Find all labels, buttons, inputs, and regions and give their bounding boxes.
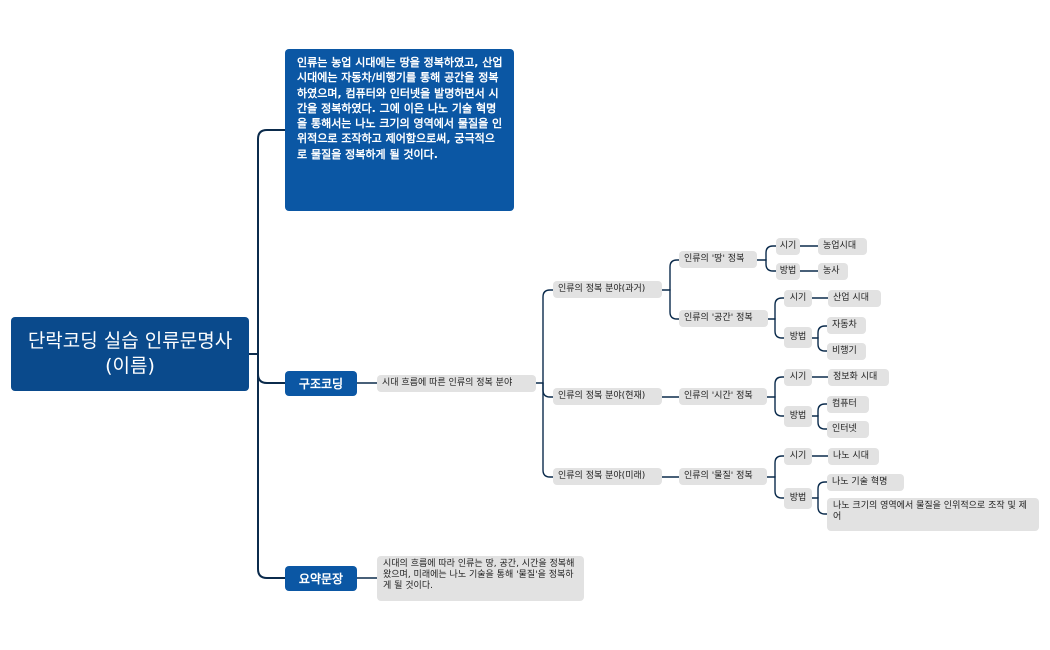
time-period-value-label: 정보화 시대: [833, 372, 878, 382]
time-period-value[interactable]: 정보화 시대: [828, 369, 889, 386]
matter-period-tag-label: 시기: [789, 451, 807, 461]
time-method-internet[interactable]: 인터넷: [827, 421, 869, 438]
land-method-tag[interactable]: 방법: [776, 263, 800, 280]
space-method-airplane[interactable]: 비행기: [827, 343, 866, 360]
era-present[interactable]: 인류의 정복 분야(현재): [553, 388, 662, 405]
conquest-matter[interactable]: 인류의 '물질' 정복: [679, 468, 767, 485]
space-period-tag[interactable]: 시기: [784, 290, 812, 307]
conquest-space-label: 인류의 '공간' 정복: [684, 313, 753, 323]
matter-method-tag[interactable]: 방법: [784, 488, 812, 509]
conquest-land[interactable]: 인류의 '땅' 정복: [679, 251, 757, 268]
branch-structure[interactable]: 구조코딩: [285, 371, 357, 396]
space-method-tag[interactable]: 방법: [784, 327, 812, 348]
matter-method-nano-revolution-label: 나노 기술 혁명: [832, 477, 888, 487]
root-title: 단락코딩 실습 인류문명사(이름): [27, 330, 233, 377]
time-method-tag[interactable]: 방법: [784, 406, 812, 427]
space-period-value-label: 산업 시대: [833, 293, 869, 303]
space-method-airplane-label: 비행기: [832, 346, 857, 356]
land-period-value[interactable]: 농업시대: [818, 238, 867, 255]
space-period-value[interactable]: 산업 시대: [828, 290, 881, 307]
matter-method-nano-control[interactable]: 나노 크기의 영역에서 물질을 인위적으로 조작 및 제어: [827, 498, 1039, 531]
branch-summary[interactable]: 요약문장: [285, 566, 357, 591]
time-period-tag-label: 시기: [789, 372, 807, 382]
matter-method-tag-label: 방법: [789, 493, 807, 503]
era-future-label: 인류의 정복 분야(미래): [558, 471, 646, 481]
topic-conquest-flow[interactable]: 시대 흐름에 따른 인류의 정복 분야: [377, 375, 536, 392]
era-present-label: 인류의 정복 분야(현재): [558, 391, 646, 401]
branch-summary-label: 요약문장: [298, 572, 344, 586]
summary-text-box[interactable]: 시대의 흐름에 따라 인류는 땅, 공간, 시간을 정복해왔으며, 미래에는 나…: [377, 556, 584, 601]
matter-method-nano-control-label: 나노 크기의 영역에서 물질을 인위적으로 조작 및 제어: [833, 501, 1027, 522]
matter-period-value[interactable]: 나노 시대: [828, 448, 879, 465]
conquest-land-label: 인류의 '땅' 정복: [684, 254, 745, 264]
time-period-tag[interactable]: 시기: [784, 369, 812, 386]
matter-period-value-label: 나노 시대: [833, 451, 869, 461]
era-future[interactable]: 인류의 정복 분야(미래): [553, 468, 662, 485]
land-period-value-label: 농업시대: [823, 241, 857, 251]
time-method-tag-label: 방법: [789, 411, 807, 421]
topic-label: 시대 흐름에 따른 인류의 정복 분야: [382, 378, 513, 388]
space-period-tag-label: 시기: [789, 293, 807, 303]
time-method-internet-label: 인터넷: [832, 424, 857, 434]
time-method-computer-label: 컴퓨터: [832, 399, 857, 409]
space-method-tag-label: 방법: [789, 332, 807, 342]
era-past[interactable]: 인류의 정복 분야(과거): [553, 281, 662, 298]
land-method-value[interactable]: 농사: [818, 263, 848, 280]
conquest-time-label: 인류의 '시간' 정복: [684, 391, 753, 401]
matter-method-nano-revolution[interactable]: 나노 기술 혁명: [827, 474, 904, 491]
branch-structure-label: 구조코딩: [298, 377, 344, 391]
intro-note[interactable]: 인류는 농업 시대에는 땅을 정복하였고, 산업 시대에는 자동차/비행기를 통…: [285, 49, 514, 211]
land-method-value-label: 농사: [823, 266, 840, 276]
land-period-tag-label: 시기: [779, 241, 797, 251]
summary-text: 시대의 흐름에 따라 인류는 땅, 공간, 시간을 정복해왔으며, 미래에는 나…: [383, 559, 575, 591]
matter-period-tag[interactable]: 시기: [784, 448, 812, 465]
space-method-car-label: 자동차: [832, 320, 857, 330]
time-method-computer[interactable]: 컴퓨터: [827, 396, 869, 413]
intro-text: 인류는 농업 시대에는 땅을 정복하였고, 산업 시대에는 자동차/비행기를 통…: [297, 56, 503, 161]
era-past-label: 인류의 정복 분야(과거): [558, 284, 646, 294]
root-topic[interactable]: 단락코딩 실습 인류문명사(이름): [11, 317, 249, 391]
land-method-tag-label: 방법: [779, 266, 797, 276]
space-method-car[interactable]: 자동차: [827, 317, 866, 334]
conquest-time[interactable]: 인류의 '시간' 정복: [679, 388, 767, 405]
conquest-matter-label: 인류의 '물질' 정복: [684, 471, 753, 481]
land-period-tag[interactable]: 시기: [776, 238, 800, 255]
conquest-space[interactable]: 인류의 '공간' 정복: [679, 310, 768, 327]
